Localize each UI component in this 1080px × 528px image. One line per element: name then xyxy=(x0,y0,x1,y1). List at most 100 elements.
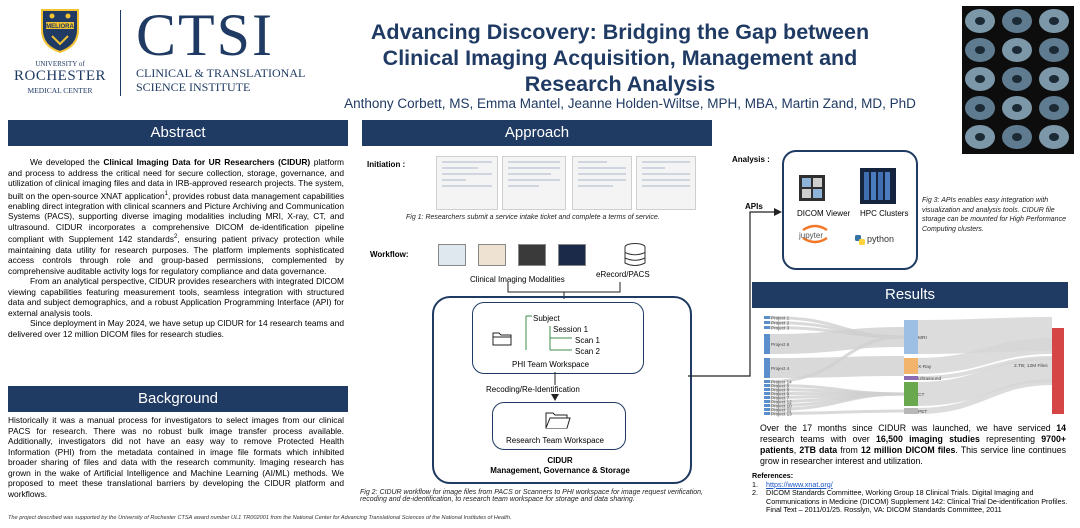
initiation-label: Initiation : xyxy=(367,160,406,169)
reference-1-link[interactable]: https://www.xnat.org/ xyxy=(766,479,833,489)
sankey-flow xyxy=(769,356,905,378)
research-workspace-label: Research Team Workspace xyxy=(506,436,604,445)
apis-arrow xyxy=(688,208,782,377)
workflow-label: Workflow: xyxy=(370,250,409,259)
fig2-caption: Fig 2: CIDUR workflow for image files fr… xyxy=(360,489,703,503)
fig1-caption: Fig 1: Researchers submit a service inta… xyxy=(406,214,660,221)
abstract-p3: Since deployment in May 2024, we have se… xyxy=(8,318,344,339)
modality-image-ct xyxy=(518,244,546,266)
sankey-project-node xyxy=(764,326,770,329)
motto: MELIORA xyxy=(46,24,74,30)
reference-1: 1. https://www.xnat.org/ xyxy=(752,479,833,489)
sankey-flow xyxy=(917,358,1053,406)
ctsi-big: CTSI xyxy=(136,2,275,68)
brain-scan-ventricle xyxy=(975,46,985,54)
ur-line2: ROCHESTER xyxy=(13,68,106,84)
brain-scan-ventricle xyxy=(975,17,985,25)
sankey-flow xyxy=(917,356,1053,380)
cidur-title: CIDUR xyxy=(547,456,573,465)
sankey-project-node xyxy=(764,400,770,403)
sankey-modality-label: CT xyxy=(918,392,924,398)
erecord-label: eRecord/PACS xyxy=(596,270,650,279)
brain-scan-ventricle xyxy=(975,75,985,83)
folder-tree xyxy=(525,315,572,351)
sankey-total-label: 2.TB; 12M Files xyxy=(1014,363,1048,369)
analysis-label: Analysis : xyxy=(732,155,770,164)
sankey-project-label: Project 4 xyxy=(771,366,790,371)
tree-session: Session 1 xyxy=(553,325,589,334)
sankey-flow xyxy=(917,317,1053,354)
sankey-project-node xyxy=(764,396,770,399)
ctsi-line2: SCIENCE INSTITUTE xyxy=(136,80,251,94)
sankey-modality-node xyxy=(904,376,918,380)
jupyter-label: jupyter xyxy=(799,231,824,240)
sankey-flow xyxy=(769,409,905,415)
modality-image-scanner xyxy=(438,244,466,266)
dicom-viewer-icon xyxy=(799,175,825,201)
recode-label: Recoding/Re-Identification xyxy=(486,385,580,394)
sankey-flow xyxy=(917,379,1053,414)
footer-note: The project described was supported by t… xyxy=(8,515,512,521)
sankey-project-label: Project 9 xyxy=(771,392,790,397)
brain-scan-ventricle xyxy=(1049,46,1059,54)
sankey-project-label: Project 8 xyxy=(771,388,790,393)
brain-scan-ventricle xyxy=(1049,75,1059,83)
references: References: 1. https://www.xnat.org/ 2. … xyxy=(752,471,1068,515)
cidur-subtitle: Management, Governance & Storage xyxy=(490,466,630,475)
title-line-1: Advancing Discovery: Bridging the Gap be… xyxy=(370,20,870,44)
sankey-flow xyxy=(769,392,905,411)
sankey-flow xyxy=(769,335,905,383)
sankey-project-node xyxy=(764,358,770,378)
brain-scan-ventricle xyxy=(1012,75,1022,83)
approach-heading: Approach xyxy=(362,120,712,146)
analysis-tools-box xyxy=(782,150,918,270)
ctsi-line1: CLINICAL & TRANSLATIONAL xyxy=(136,66,306,80)
authors: Anthony Corbett, MS, Emma Mantel, Jeanne… xyxy=(344,96,916,111)
modality-image-ultrasound xyxy=(478,244,506,266)
brain-scan-ventricle xyxy=(1012,17,1022,25)
sankey-project-node xyxy=(764,380,770,383)
brain-scan-ventricle xyxy=(975,133,985,141)
ur-line3: MEDICAL CENTER xyxy=(27,86,93,95)
sankey-total-node xyxy=(1052,328,1064,414)
tree-subject: Subject xyxy=(533,314,560,323)
sankey-project-node xyxy=(764,321,770,324)
terms-screenshot-1 xyxy=(572,156,632,210)
cidur-container xyxy=(432,296,692,484)
sankey-project-node xyxy=(764,412,770,415)
tree-scan1: Scan 1 xyxy=(575,336,600,345)
sankey-project-label: Project 13 xyxy=(771,412,792,417)
sankey-project-label: Project 14 xyxy=(771,380,792,385)
abstract-heading: Abstract xyxy=(8,120,348,146)
sankey-project-node xyxy=(764,404,770,407)
folder-open-icon xyxy=(545,412,571,429)
sankey-project-node xyxy=(764,334,770,354)
sankey-flow xyxy=(917,338,1053,374)
sankey-modality-node xyxy=(904,320,918,354)
background-heading: Background xyxy=(8,386,348,412)
sankey-project-node xyxy=(764,388,770,391)
results-heading: Results xyxy=(752,282,1068,308)
sankey-modality-label: Ultrasound xyxy=(918,376,942,382)
dicom-viewer-label: DICOM Viewer xyxy=(797,209,851,218)
sankey-modality-node xyxy=(904,408,918,414)
sankey-project-label: Project 11 xyxy=(771,408,792,413)
brain-scan-ventricle xyxy=(1012,133,1022,141)
phi-workspace-label: PHI Team Workspace xyxy=(512,360,590,369)
research-workspace-box xyxy=(492,402,626,450)
database-icon xyxy=(624,243,646,266)
reference-2: 2. DICOM Standards Committee, Working Gr… xyxy=(752,488,1068,515)
sankey-project-node xyxy=(764,384,770,387)
sankey-modality-label: MRI xyxy=(918,335,927,341)
sankey-project-label: Project 1 xyxy=(771,316,790,321)
hpc-cluster-icon xyxy=(860,168,896,204)
background-text: Historically it was a manual process for… xyxy=(8,415,344,499)
poster-title: Advancing Discovery: Bridging the Gap be… xyxy=(330,19,910,97)
brain-scan-ventricle xyxy=(1049,17,1059,25)
results-summary: Over the 17 months since CIDUR was launc… xyxy=(760,423,1067,466)
brain-scan-ventricle xyxy=(1049,133,1059,141)
sankey-project-label: Project 2 xyxy=(771,321,790,326)
terms-screenshot-2 xyxy=(636,156,696,210)
sankey-modality-label: PET xyxy=(918,409,927,415)
